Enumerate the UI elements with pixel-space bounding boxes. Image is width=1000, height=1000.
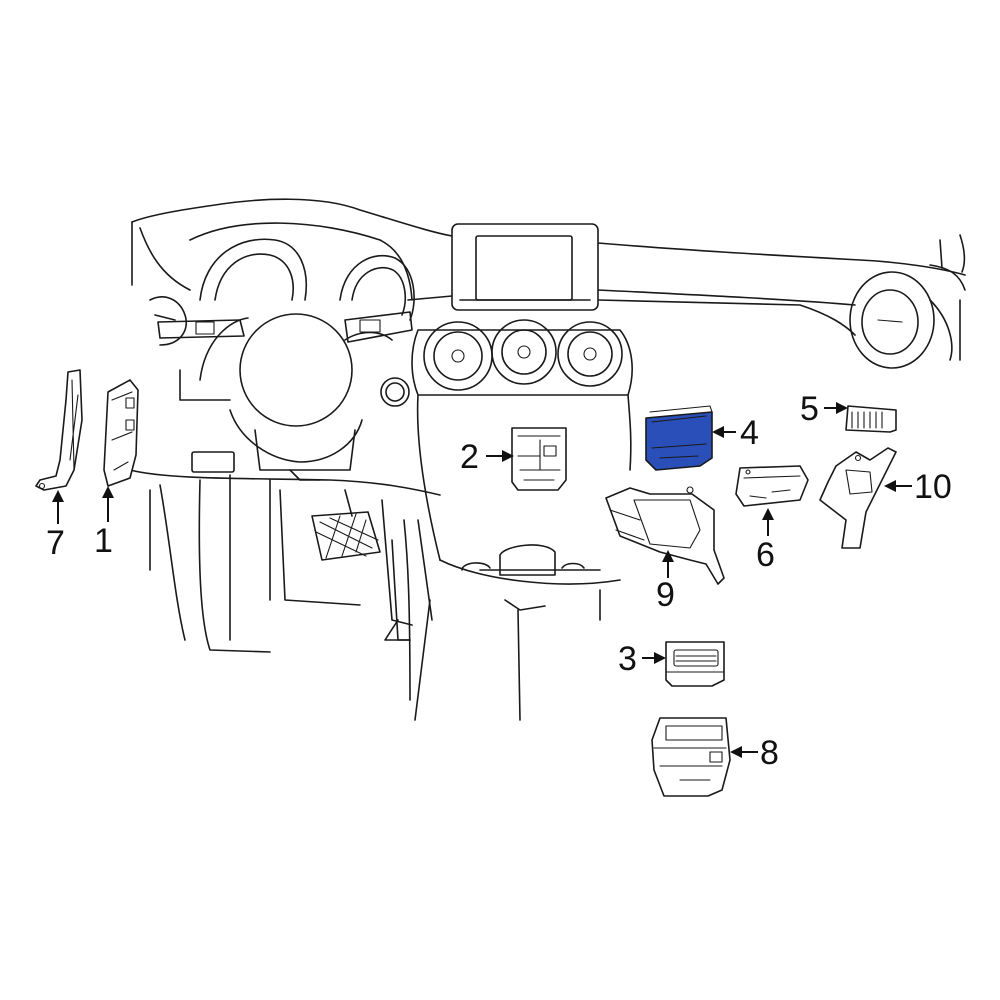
part-8-module bbox=[651, 717, 731, 797]
callout-9: 9 bbox=[656, 550, 675, 614]
steering-wheel bbox=[239, 313, 353, 427]
callout-7: 7 bbox=[46, 490, 65, 562]
callout-10-label: 10 bbox=[914, 468, 952, 506]
part-2-control-unit bbox=[511, 427, 567, 491]
part-10-bracket bbox=[819, 447, 897, 549]
part-3-module bbox=[665, 641, 725, 687]
callout-4: 4 bbox=[712, 414, 759, 452]
infotainment-screen bbox=[451, 223, 599, 311]
part-1-module bbox=[103, 379, 139, 487]
callout-2-label: 2 bbox=[460, 438, 479, 476]
callout-1-label: 1 bbox=[94, 522, 113, 560]
part-5-module bbox=[845, 405, 897, 433]
callout-5-label: 5 bbox=[800, 390, 819, 428]
callout-1: 1 bbox=[94, 486, 114, 560]
callout-8: 8 bbox=[730, 734, 779, 772]
dashboard-outline bbox=[129, 198, 966, 721]
callout-8-label: 8 bbox=[760, 734, 779, 772]
callout-5: 5 bbox=[800, 390, 848, 428]
callout-3-label: 3 bbox=[618, 640, 637, 678]
callout-9-label: 9 bbox=[656, 576, 675, 614]
callout-4-label: 4 bbox=[740, 414, 759, 452]
part-4-control-module bbox=[645, 405, 713, 471]
callout-3: 3 bbox=[618, 640, 666, 678]
part-7-bracket bbox=[35, 369, 83, 491]
callout-6-label: 6 bbox=[756, 536, 775, 574]
callout-10: 10 bbox=[884, 468, 952, 506]
callout-7-label: 7 bbox=[46, 524, 65, 562]
callout-6: 6 bbox=[756, 508, 775, 574]
part-6-module bbox=[735, 465, 809, 507]
callout-2: 2 bbox=[460, 438, 514, 476]
part-9-bracket bbox=[605, 486, 725, 585]
